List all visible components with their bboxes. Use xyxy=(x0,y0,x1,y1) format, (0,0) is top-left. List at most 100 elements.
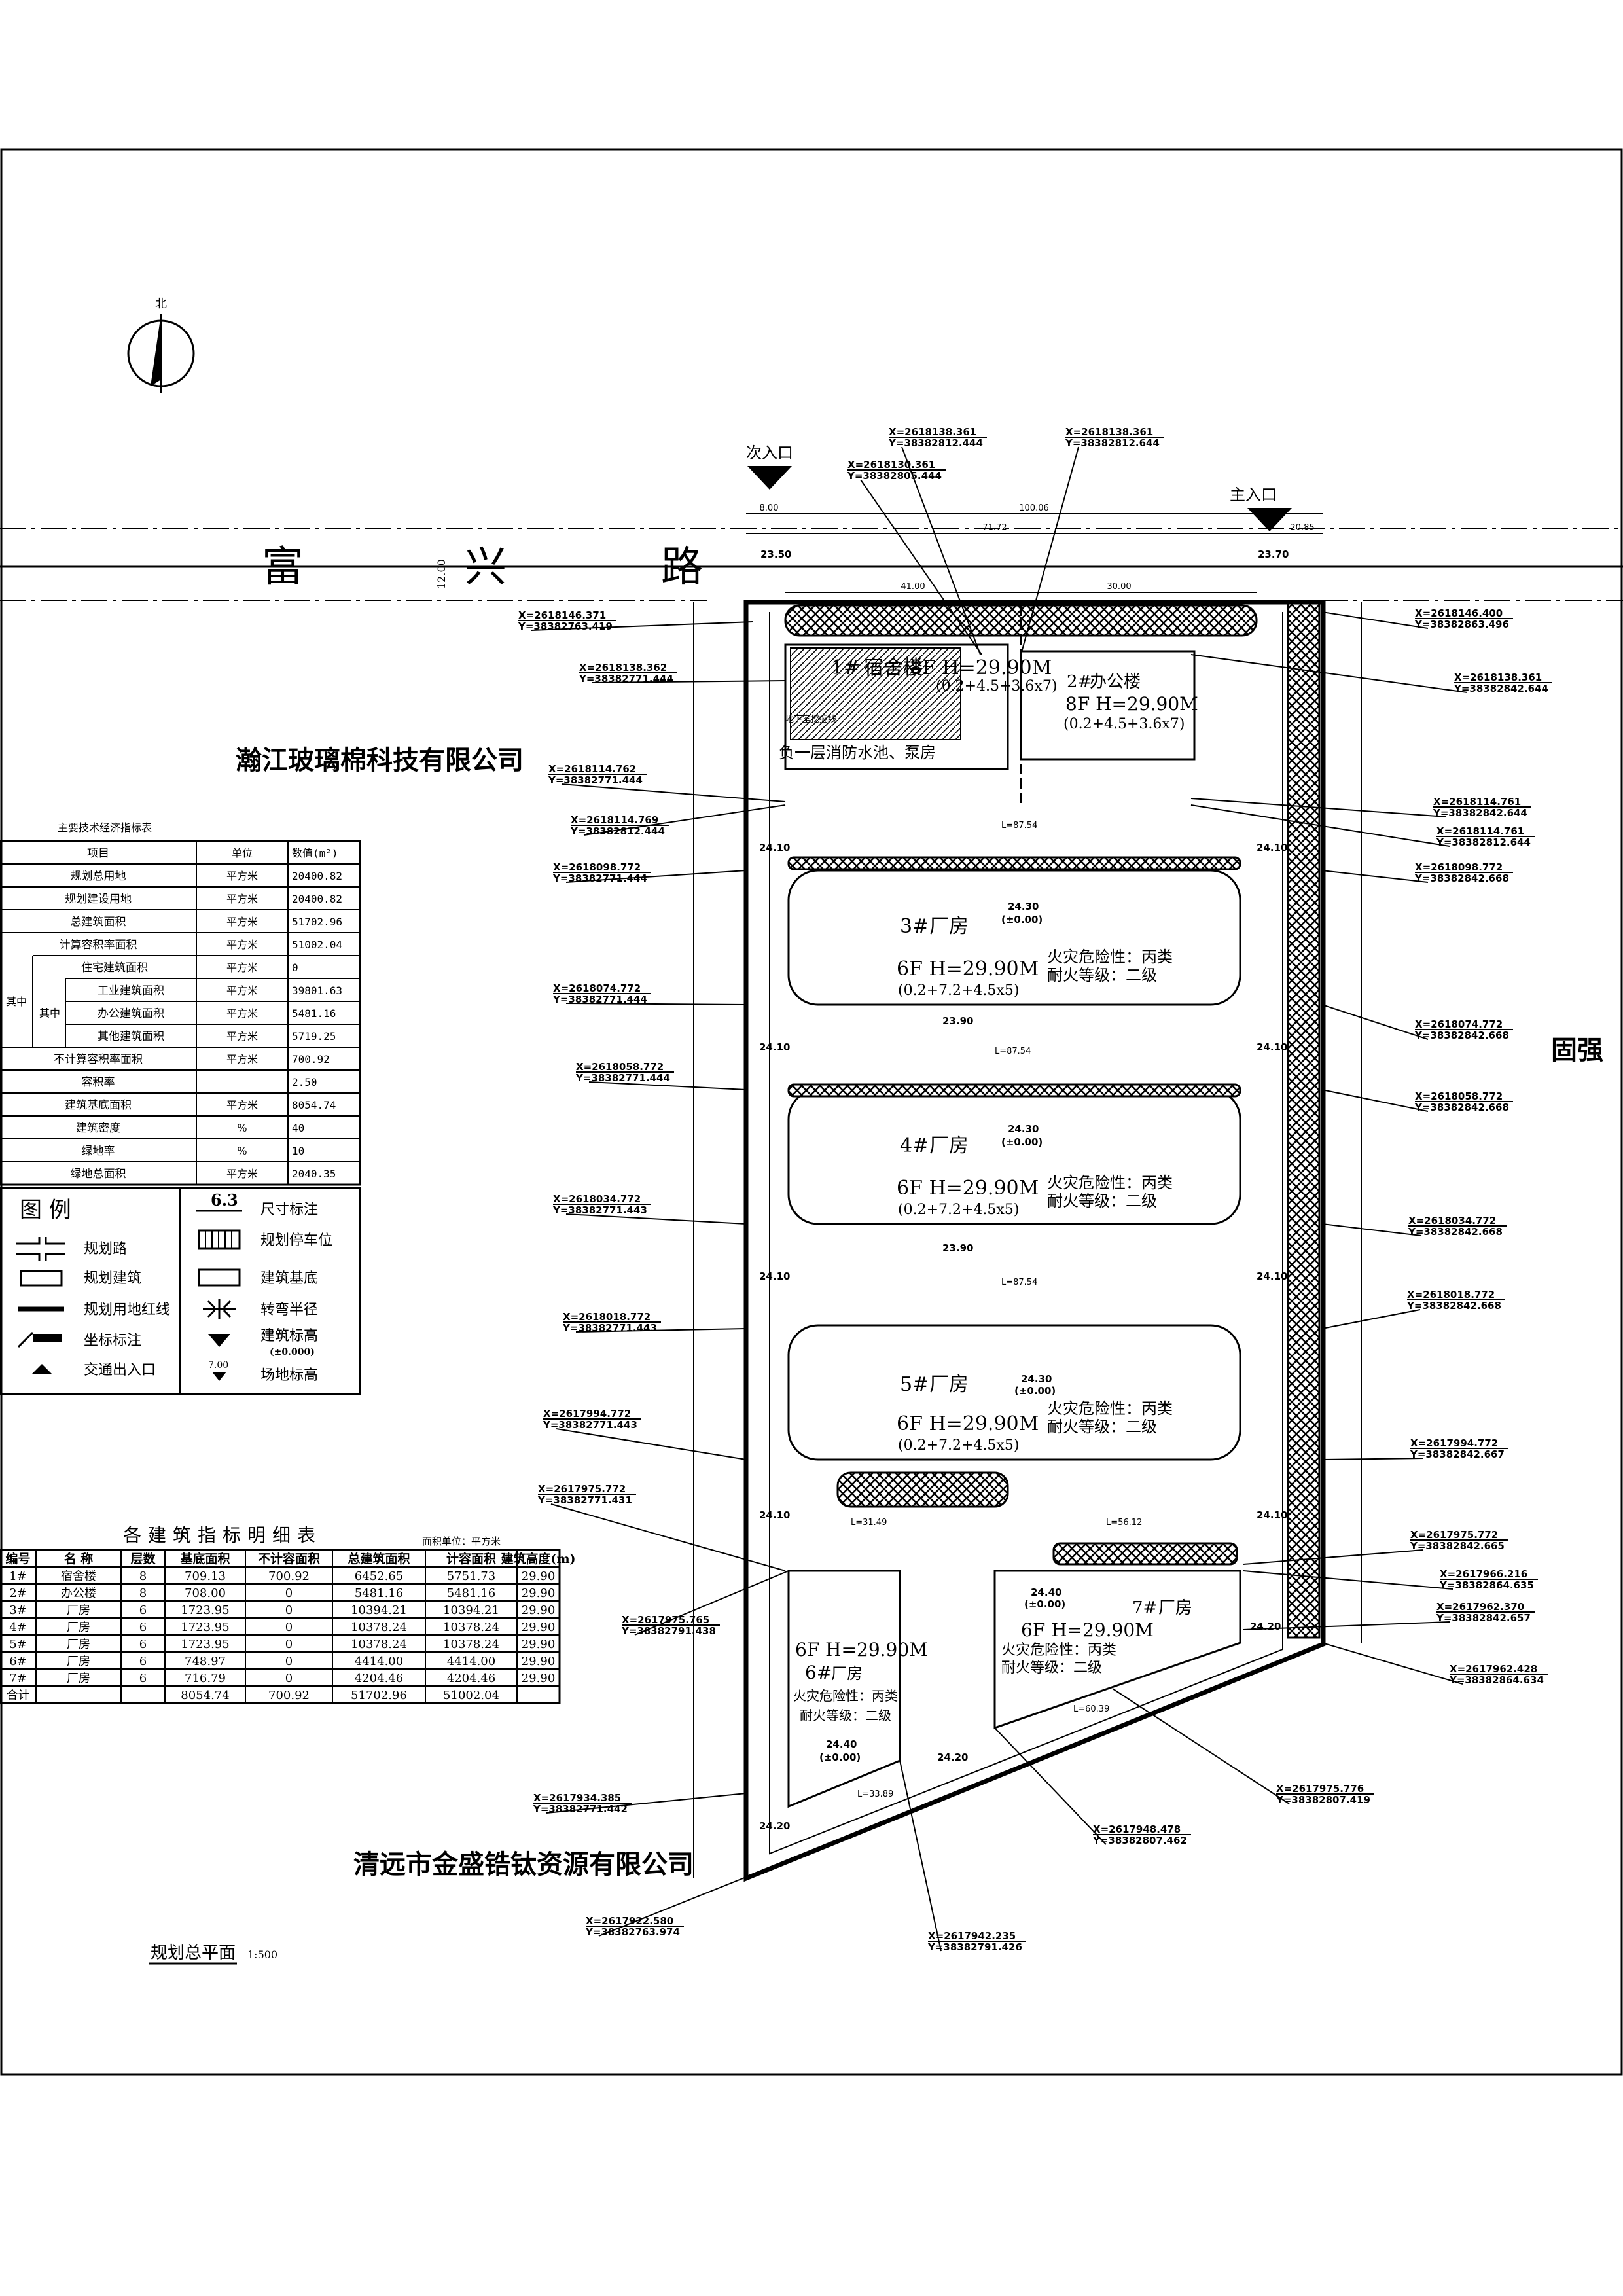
kpi-header-cell: 单位 xyxy=(232,847,253,859)
legend-coord-icon xyxy=(17,1331,62,1348)
building-cell: 6# xyxy=(9,1655,27,1668)
building-cell: 10378.24 xyxy=(443,1621,499,1634)
kpi-header-cell: 项目 xyxy=(87,847,109,860)
underground-garage-label: 地下室挖掘线 xyxy=(785,714,836,725)
road-L-7: L=60.39 xyxy=(1073,1704,1109,1714)
elev-w2: 24.10 xyxy=(759,1041,790,1053)
coord-x: X=2618130.361 xyxy=(847,459,935,471)
building-cell: 厂房 xyxy=(67,1604,90,1617)
building-header-cell: 计容面积 xyxy=(446,1551,496,1566)
coord-y: Y=38382771.431 xyxy=(537,1494,632,1506)
legend-item-building: 规划建筑 xyxy=(84,1270,141,1287)
coord-y: Y=38382842.668 xyxy=(1408,1226,1503,1238)
coord-y: Y=38382842.667 xyxy=(1410,1448,1505,1460)
coord-y: Y=38382771.443 xyxy=(543,1419,637,1431)
building-1: 1# 宿舍楼 8F H=29.90M (0.2+4.5+3.6x7) 负一层消防… xyxy=(779,643,1057,770)
coord-y: Y=38382771.444 xyxy=(579,673,673,685)
coord-leader-line xyxy=(565,1213,747,1225)
coord-leader-line xyxy=(860,479,982,655)
coord-x: X=2617966.216 xyxy=(1440,1568,1527,1580)
coord-y: Y=38382771.444 xyxy=(552,872,647,884)
building-cell: 10378.24 xyxy=(351,1621,407,1634)
building-cell: 10378.24 xyxy=(443,1638,499,1651)
coord-x: X=2618058.772 xyxy=(576,1061,664,1073)
building-6-fire2: 耐火等级：二级 xyxy=(800,1708,891,1723)
road-L-5: L=56.12 xyxy=(1106,1518,1142,1528)
building-cell: 10394.21 xyxy=(351,1604,407,1617)
building-5-id: 5# xyxy=(900,1373,929,1396)
coord-leader-line xyxy=(1243,1570,1454,1590)
building-cell: 1723.95 xyxy=(181,1621,229,1634)
coord-x: X=2618114.761 xyxy=(1433,796,1521,808)
building-cell: 700.92 xyxy=(268,1689,310,1702)
kpi-item-cell: 绿地率 xyxy=(82,1145,115,1158)
building-7-zero: (±0.00) xyxy=(1024,1598,1065,1610)
plan-title: 规划总平面 xyxy=(151,1943,236,1963)
building-cell: 0 xyxy=(285,1621,293,1634)
building-6-fire1: 火灾危险性：丙类 xyxy=(793,1688,898,1704)
building-7-fire2: 耐火等级：二级 xyxy=(1001,1660,1102,1676)
coord-y: Y=38382842.657 xyxy=(1436,1612,1531,1624)
building-4-zero: (±0.00) xyxy=(1001,1136,1043,1148)
elev-ne: 23.70 xyxy=(1258,548,1289,560)
building-1-name: 宿舍楼 xyxy=(864,656,923,679)
coord-y: Y=38382842.665 xyxy=(1410,1540,1505,1552)
coord-leader-line xyxy=(1020,446,1079,655)
legend-item-coord: 坐标标注 xyxy=(84,1333,141,1349)
building-header-cell: 建筑高度(m) xyxy=(501,1551,575,1566)
kpi-unit-cell: 平方米 xyxy=(226,1030,258,1043)
north-label: 北 xyxy=(155,297,167,311)
building-cell: 10394.21 xyxy=(443,1604,499,1617)
legend-radius-icon xyxy=(203,1299,236,1319)
coord-x: X=2618074.772 xyxy=(1415,1018,1503,1030)
road-char-1: 富 xyxy=(262,543,304,592)
building-4-name: 厂房 xyxy=(929,1134,969,1157)
coord-x: X=2618114.769 xyxy=(571,814,658,826)
building-cell: 6 xyxy=(139,1621,147,1634)
legend-item-entrance: 交通出入口 xyxy=(84,1362,156,1378)
building-header-cell: 基底面积 xyxy=(179,1551,230,1566)
road-L-2: L=87.54 xyxy=(995,1047,1031,1056)
coord-leader-line xyxy=(1190,804,1450,847)
coord-x: X=2617934.385 xyxy=(533,1792,621,1804)
legend-item-redline: 规划用地红线 xyxy=(84,1302,170,1318)
coord-leader-line xyxy=(1321,1458,1424,1460)
elev-e3: 24.10 xyxy=(1257,1270,1287,1282)
legend-building-icon xyxy=(20,1270,63,1287)
building-cell: 1# xyxy=(9,1570,27,1583)
coord-leader-line xyxy=(561,783,786,802)
coord-y: Y=38382771.444 xyxy=(552,994,647,1005)
kpi-unit-cell: 平方米 xyxy=(226,939,258,951)
legend-elev-icon xyxy=(208,1334,230,1347)
kpi-value-cell: 20400.82 xyxy=(292,870,342,882)
kpi-value-cell: 51702.96 xyxy=(292,916,342,928)
coord-x: X=2618146.371 xyxy=(518,609,606,621)
building-cell: 700.92 xyxy=(268,1570,310,1583)
coord-x: X=2618018.772 xyxy=(563,1311,651,1323)
building-cell: 29.90 xyxy=(522,1621,556,1634)
building-cell: 29.90 xyxy=(522,1570,556,1583)
elev-nw: 23.50 xyxy=(760,548,791,560)
coord-y: Y=38382763.419 xyxy=(518,620,613,632)
kpi-item-cell: 计算容积率面积 xyxy=(60,939,137,952)
building-cell: 4414.00 xyxy=(355,1655,403,1668)
kpi-value-cell: 5719.25 xyxy=(292,1030,336,1043)
building-cell: 716.79 xyxy=(185,1672,226,1685)
building-cell: 51702.96 xyxy=(351,1689,407,1702)
coord-y: Y=38382763.974 xyxy=(585,1926,680,1938)
coord-x: X=2617975.765 xyxy=(622,1614,709,1626)
coord-leader-line xyxy=(575,1328,747,1333)
kpi-value-cell: 2.50 xyxy=(292,1076,317,1088)
kpi-item-cell: 工业建筑面积 xyxy=(98,984,164,997)
building-cell: 合计 xyxy=(7,1689,30,1702)
building-cell: 748.97 xyxy=(185,1655,226,1668)
coord-leader-line xyxy=(1321,611,1429,629)
coord-x: X=2618114.761 xyxy=(1436,825,1524,837)
building-3: 3# 厂房 6F H=29.90M (0.2+7.2+4.5x5) 火灾危险性：… xyxy=(787,856,1241,1006)
legend-elev-sample: (±0.000) xyxy=(270,1347,315,1357)
building-7-id: 7# xyxy=(1132,1598,1157,1618)
coord-y: Y=38382842.644 xyxy=(1454,683,1548,694)
coord-leader-line xyxy=(565,1003,747,1005)
building-cell: 0 xyxy=(285,1655,293,1668)
kpi-unit-cell: 平方米 xyxy=(226,1168,258,1180)
